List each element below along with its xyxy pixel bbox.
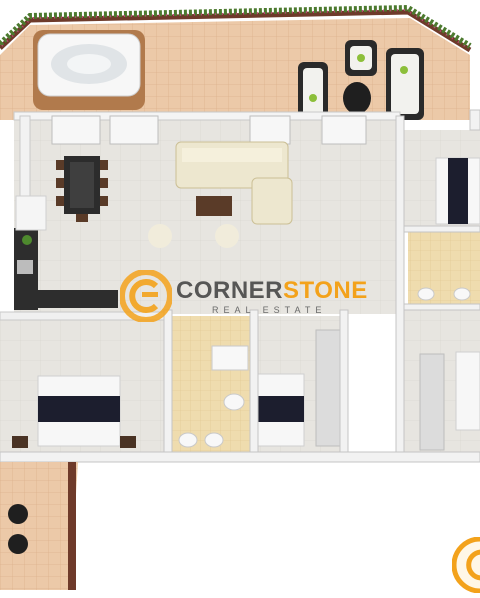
side-terrace [0,462,78,590]
brand-logo: CORNERSTONE REAL ESTATE [120,270,368,322]
dining-table [56,156,108,222]
brand-name-part-1: CORNER [176,276,284,304]
bathroom [170,316,254,452]
logo-c-icon [120,270,172,322]
bedroom-2 [254,316,344,452]
master-bedroom [0,311,167,452]
brand-tagline: REAL ESTATE [212,304,327,315]
brand-name: CORNERSTONE [176,276,368,304]
hedge-planter [0,4,472,53]
bedroom-4 [404,310,480,460]
jacuzzi [33,30,145,110]
corner-logo-badge [452,537,480,593]
brand-name-part-2: STONE [283,276,368,304]
bedroom-3 [400,130,480,230]
logo-c-icon-small [452,537,480,593]
outdoor-lounge [298,40,424,122]
kitchen-counter [14,195,118,310]
sectional-sofa [148,141,293,248]
ensuite-bathroom [408,232,480,306]
